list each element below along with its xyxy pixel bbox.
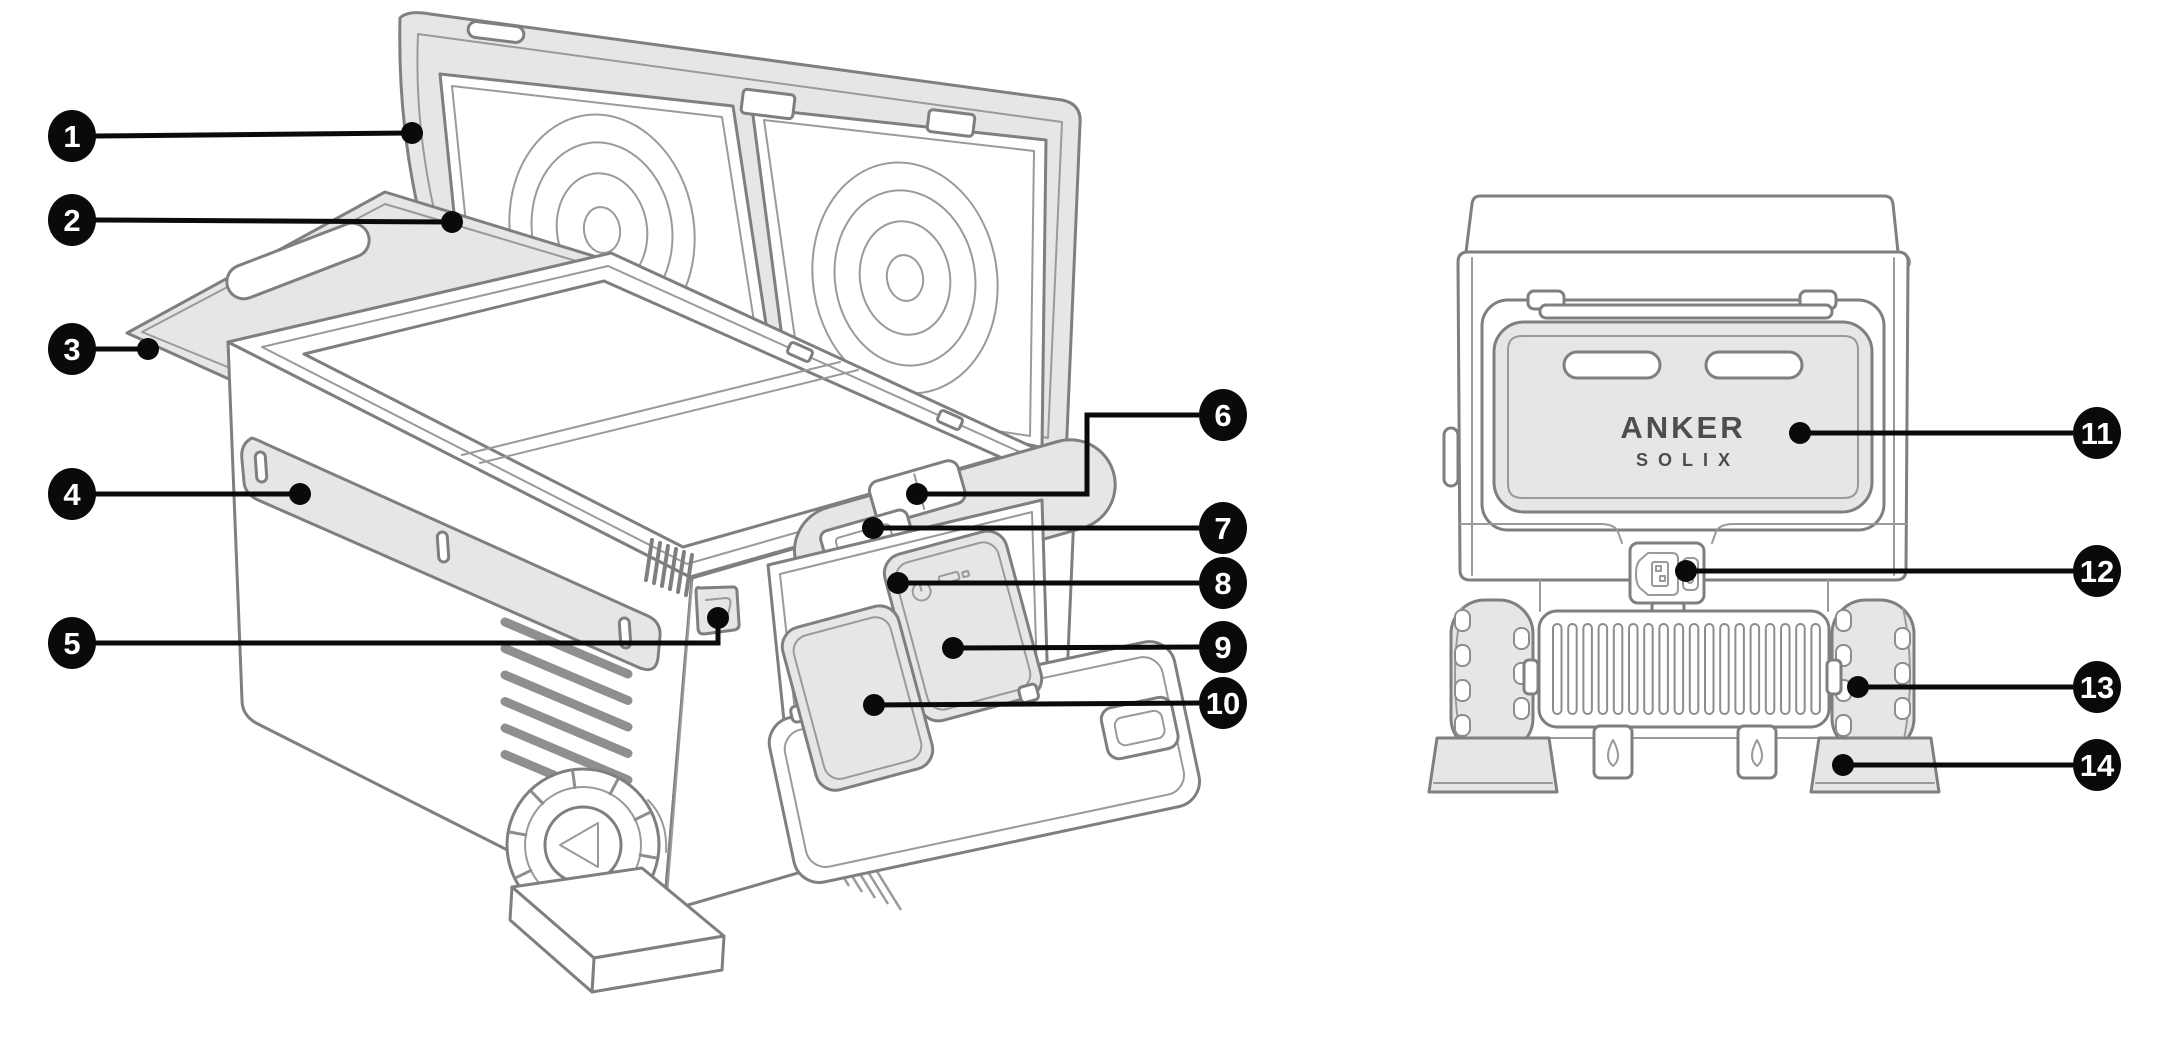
callout-number-3: 3 — [63, 332, 80, 367]
callout-bubble-5 — [48, 617, 96, 669]
leader-dot-11 — [1789, 422, 1811, 444]
callout-bubble-9 — [1199, 621, 1247, 673]
leader-dot-7 — [862, 517, 884, 539]
leader-dot-2 — [441, 211, 463, 233]
leader-dot-12 — [1675, 560, 1697, 582]
rear-access-panel[interactable]: ANKER SOLIX — [1492, 320, 1874, 514]
callout-number-7: 7 — [1214, 511, 1231, 546]
callout-number-6: 6 — [1214, 398, 1231, 433]
callout-number-2: 2 — [63, 203, 80, 238]
callout-bubble-1 — [48, 110, 96, 162]
panel-grip-left — [1562, 350, 1662, 380]
callout-1-lid: 1 — [48, 110, 423, 162]
callout-13-wheel: 13 — [1847, 661, 2121, 713]
lid-tab-2 — [925, 108, 977, 138]
brand-logo-solix: SOLIX — [1636, 450, 1740, 470]
leader-dot-10 — [863, 694, 885, 716]
callout-bubble-8 — [1199, 557, 1247, 609]
lid-seal-right — [811, 161, 999, 395]
callout-8-body: 8 — [887, 557, 1247, 609]
callout-6-buttons: 6 — [906, 389, 1247, 505]
leader-dot-4 — [289, 483, 311, 505]
battery-pack-left[interactable] — [778, 601, 937, 794]
callout-2-lid-seal: 2 — [48, 194, 463, 246]
rear-chock-left — [1427, 736, 1559, 794]
lid-tab-1 — [739, 87, 797, 121]
carry-handle — [240, 436, 662, 672]
callout-3-side-table: 3 — [48, 323, 159, 375]
callout-bubble-2 — [48, 194, 96, 246]
leader-dot-14 — [1832, 754, 1854, 776]
front-wheel-chock — [508, 866, 726, 994]
leader-dot-6 — [906, 483, 928, 505]
leader-dot-5 — [707, 607, 729, 629]
callout-bubble-6 — [1199, 389, 1247, 441]
brand-logo-anker: ANKER — [1620, 410, 1745, 445]
leader-dot-1 — [401, 122, 423, 144]
callout-number-8: 8 — [1214, 566, 1231, 601]
callout-bubble-13 — [2073, 661, 2121, 713]
callout-5-latch: 5 — [48, 607, 729, 669]
callout-12-power-connector: 12 — [1675, 545, 2121, 597]
leader-dot-9 — [942, 637, 964, 659]
lid-notch — [466, 20, 526, 44]
callout-bubble-11 — [2073, 407, 2121, 459]
callout-bubble-4 — [48, 468, 96, 520]
callout-number-13: 13 — [2080, 670, 2114, 705]
callout-number-1: 1 — [63, 119, 80, 154]
callout-9-battery-pack-right: 9 — [942, 621, 1247, 673]
callout-number-11: 11 — [2081, 416, 2114, 451]
callout-number-14: 14 — [2080, 748, 2115, 783]
callout-bubble-10 — [1199, 677, 1247, 729]
leader-dot-3 — [137, 338, 159, 360]
callout-number-10: 10 — [1206, 686, 1240, 721]
callout-10-battery-pack-left: 10 — [863, 677, 1247, 729]
callout-11-rear-access-panel: 11 — [1789, 407, 2121, 459]
rear-lid — [1464, 194, 1900, 254]
callout-number-9: 9 — [1214, 630, 1231, 665]
callout-4-handle: 4 — [48, 468, 311, 520]
callout-number-12: 12 — [2080, 554, 2114, 589]
callout-14-wheel-chock: 14 — [1832, 739, 2121, 791]
rear-feet — [1592, 724, 1778, 780]
front-view-illustration — [125, 11, 1201, 994]
callout-number-4: 4 — [63, 477, 81, 512]
callout-bubble-12 — [2073, 545, 2121, 597]
callout-7-display: 7 — [862, 502, 1247, 554]
leader-dot-8 — [887, 572, 909, 594]
battery-pack-right[interactable] — [880, 527, 1047, 730]
callout-bubble-14 — [2073, 739, 2121, 791]
rear-vent-grille — [1531, 579, 1835, 739]
callout-bubble-7 — [1199, 502, 1247, 554]
callout-bubble-3 — [48, 323, 96, 375]
callout-number-5: 5 — [63, 626, 80, 661]
rear-side-latch — [1442, 426, 1460, 488]
lid-latch — [644, 538, 741, 636]
table-handle-slot — [225, 221, 371, 301]
leader-dot-13 — [1847, 676, 1869, 698]
panel-grip-right — [1704, 350, 1804, 380]
rear-view-illustration: ANKER SOLIX — [1427, 194, 1941, 794]
